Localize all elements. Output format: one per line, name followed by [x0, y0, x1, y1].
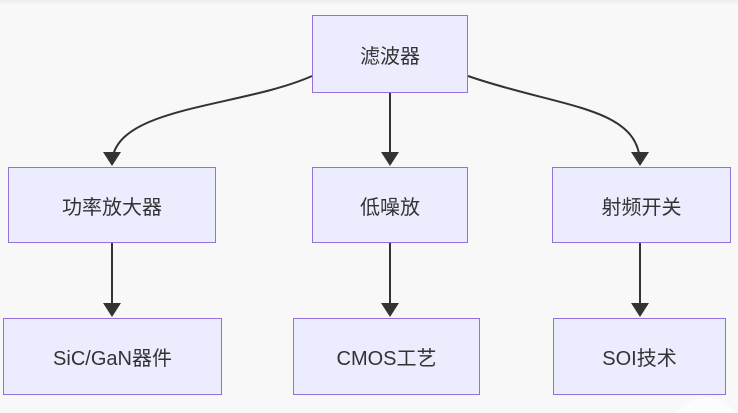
- node-lna: 低噪放: [312, 167, 468, 243]
- edge-filter-to-power-amplifier: [103, 75, 313, 166]
- watermark-circle: [668, 398, 738, 413]
- node-soi: SOI技术: [553, 318, 726, 395]
- node-lna-label: 低噪放: [360, 196, 420, 219]
- node-power-amplifier-label: 功率放大器: [62, 196, 162, 219]
- node-power-amplifier: 功率放大器: [8, 167, 216, 243]
- node-sic-gan: SiC/GaN器件: [3, 318, 222, 395]
- node-sic-gan-label: SiC/GaN器件: [53, 348, 172, 370]
- node-filter: 滤波器: [312, 15, 468, 93]
- node-cmos: CMOS工艺: [293, 318, 480, 395]
- node-rf-switch: 射频开关: [552, 167, 731, 243]
- node-rf-switch-label: 射频开关: [601, 196, 682, 219]
- node-soi-label: SOI技术: [602, 348, 677, 370]
- edge-filter-to-rf-switch: [467, 75, 649, 166]
- node-cmos-label: CMOS工艺: [336, 348, 437, 370]
- node-filter-label: 滤波器: [360, 45, 420, 68]
